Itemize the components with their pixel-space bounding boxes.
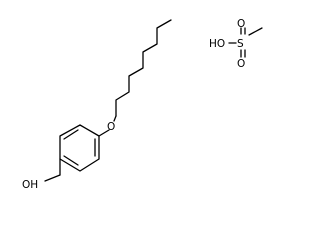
aromatic-double-bond-2 xyxy=(63,155,79,166)
heptoxybenzyl-alcohol-molecule: O OH xyxy=(22,19,172,191)
sulfur-label: S xyxy=(237,38,244,50)
hydroxyl-bond xyxy=(44,174,61,182)
ether-bond-chain xyxy=(113,115,117,122)
ether-oxygen-label: O xyxy=(107,121,115,133)
benzyl-hydroxyl-label: OH xyxy=(22,179,38,191)
chemical-structure-canvas: O OH HO S O O xyxy=(22,18,263,191)
benzene-ring xyxy=(59,124,100,172)
oxo-top-label: O xyxy=(237,18,245,30)
methanesulfonic-acid-molecule: HO S O O xyxy=(209,18,263,70)
heptyl-chain xyxy=(115,19,172,117)
ether-bond-ring xyxy=(98,129,110,137)
s-methyl-bond xyxy=(248,27,263,36)
structure-drawing: O OH HO S O O xyxy=(22,18,263,191)
oxo-bottom-label: O xyxy=(237,58,245,70)
aromatic-double-bond-3 xyxy=(63,129,79,140)
sulfonic-hydroxyl-label: HO xyxy=(209,38,225,50)
